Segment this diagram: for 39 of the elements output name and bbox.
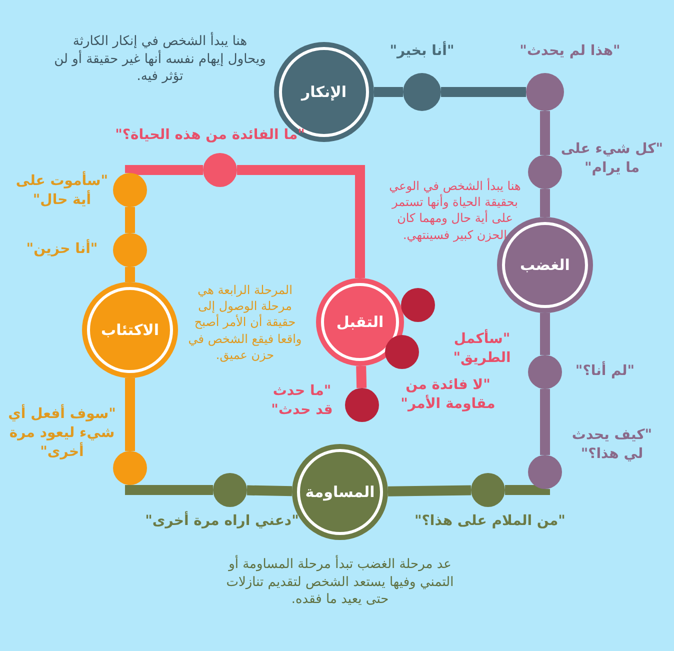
stage-description: عد مرحلة الغضب تبدأ مرحلة المساومة أو التمني وفيها يستعد الشخص لتقديم تنازلات حتى يعيد ما فقده. [225,556,455,609]
connector-line [125,267,135,282]
quote-text: "كيف يحدث لي هذا؟" [570,426,654,464]
quote-text: "من الملام على هذا؟" [414,512,566,531]
quote-text: "هذا لم يحدث" [518,42,622,61]
connector-line [125,207,135,233]
quote-text: "سأموت على أية حال" [14,172,110,210]
stage-description: هنا يبدأ الشخص في إنكار الكارثة ويحاول إيهام نفسه أنها غير حقيقة أو لن تؤثر فيه. [53,33,267,86]
connector-line [237,165,365,278]
connector-line [374,87,403,97]
connector-line [441,87,526,97]
stage-name: التقبل [336,312,384,333]
connector-line [388,485,472,496]
quote-text: "سأكمل الطريق" [452,330,512,368]
stage-name: الغضب [520,254,570,276]
connector-line [125,378,135,451]
quote-text: "لا فائدة من مقاومة الأمر" [400,376,496,414]
quote-text: "ما الفائدة من هذه الحياة؟" [114,126,306,145]
connector-line [125,165,203,176]
quote-text: "سوف أفعل أي شيء ليعود مرة أخرى" [7,405,117,462]
stage-name: المساومة [305,482,375,503]
quote-text: "لم أنا؟" [574,362,636,381]
quote-text: "كل شيء على ما يرام" [560,140,664,178]
stage-description: هنا يبدأ الشخص في الوعي بحقيقة الحياة وأنها تستمر على أية حال ومهما كان الحزن كبير فسينتهي. [388,178,522,243]
connector-line [125,485,213,495]
quote-text: "دعني اراه مرة أخرى" [144,512,300,531]
stage-name: الاكتئاب [101,320,159,341]
connector-line [356,366,367,388]
connector-line [246,485,292,496]
quote-text: "أنا بخير" [388,42,456,61]
stage-description: المرحلة الرابعة هي مرحلة الوصول إلى حقيقة أن الأمر أصبح واقعا فيقع الشخص في حزن عميق. [187,282,303,363]
connector-line [540,313,550,355]
connector-line [540,189,550,217]
connector-line [540,389,550,455]
connector-line [540,111,550,155]
stage-name: الإنكار [302,82,346,103]
quote-text: "أنا حزين" [25,240,99,259]
quote-text: "ما حدث قد حدث" [270,382,334,420]
connector-line [505,485,550,495]
